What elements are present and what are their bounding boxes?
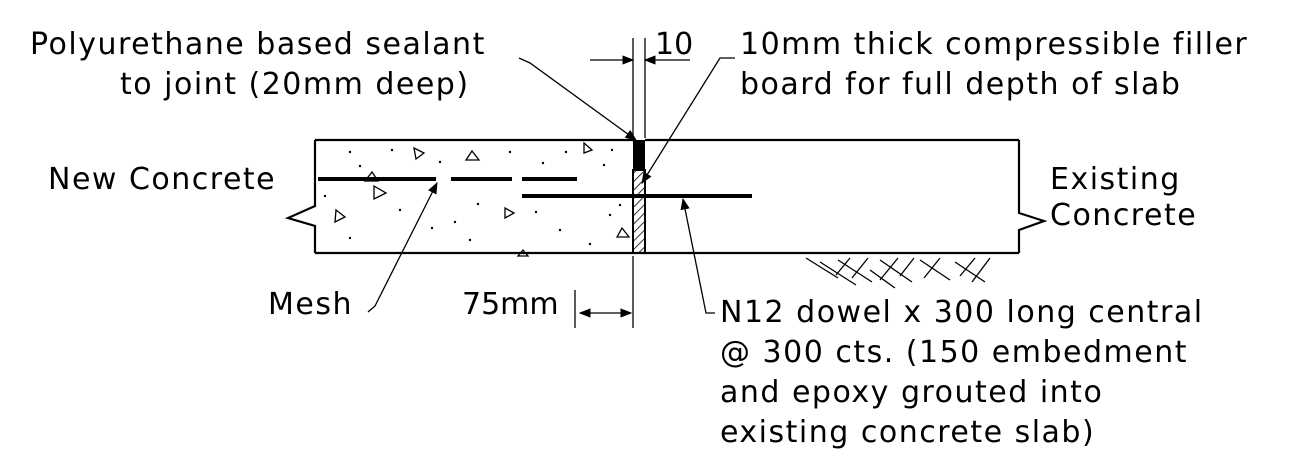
- mesh-label: Mesh: [268, 287, 353, 322]
- filler-board: [632, 169, 646, 254]
- dowel-label-line2: @ 300 cts. (150 embedment: [720, 335, 1188, 370]
- sealant-label-line1: Polyurethane based sealant: [30, 27, 486, 62]
- concrete-aggregate: [323, 141, 631, 257]
- dim-10: [590, 38, 690, 138]
- filler-leader: [641, 57, 735, 184]
- new-concrete-label: New Concrete: [48, 162, 276, 197]
- dim-75-label: 75mm: [462, 287, 559, 322]
- dowel-label-line3: and epoxy grouted into: [720, 375, 1103, 410]
- filler-label-line2: board for full depth of slab: [740, 67, 1181, 102]
- joint: [632, 140, 656, 255]
- sealant: [633, 140, 645, 170]
- dowel-label-line1: N12 dowel x 300 long central: [720, 295, 1204, 330]
- ground-hatch: [805, 257, 991, 289]
- existing-label-line1: Existing: [1050, 162, 1181, 197]
- new-concrete-slab: [284, 138, 636, 255]
- mesh-leader: [367, 181, 438, 313]
- dim-10-label: 10: [655, 27, 693, 62]
- existing-concrete-slab: [645, 138, 1048, 255]
- dim-75: [574, 256, 634, 328]
- sealant-leader: [518, 57, 637, 141]
- sealant-label-line2: to joint (20mm deep): [120, 67, 470, 102]
- dowel-leader: [680, 197, 715, 314]
- filler-label-line1: 10mm thick compressible filler: [740, 27, 1248, 62]
- existing-label-line2: Concrete: [1050, 198, 1197, 233]
- dowel-label-line4: existing concrete slab): [720, 415, 1095, 450]
